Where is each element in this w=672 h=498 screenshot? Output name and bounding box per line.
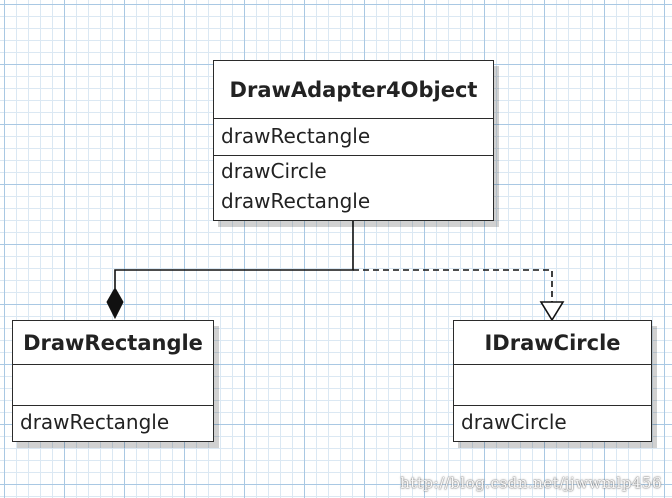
watermark-text: http://blog.csdn.net/jjwwmlp456 bbox=[400, 474, 662, 492]
class-idraw-circle[interactable]: IDrawCircle drawCircle bbox=[453, 320, 652, 442]
class-name: IDrawCircle bbox=[454, 321, 651, 365]
operation: drawRectangle bbox=[20, 410, 170, 434]
class-draw-rectangle[interactable]: DrawRectangle drawRectangle bbox=[12, 320, 214, 442]
class-name: DrawAdapter4Object bbox=[214, 61, 493, 119]
composition-diamond bbox=[106, 286, 124, 320]
operations-compartment: drawRectangle bbox=[13, 405, 213, 441]
attributes-compartment bbox=[13, 365, 213, 405]
operation: drawRectangle bbox=[221, 189, 371, 213]
composition-line bbox=[114, 221, 354, 288]
realization-arrowhead bbox=[539, 301, 565, 322]
class-name: DrawRectangle bbox=[13, 321, 213, 365]
attributes-compartment: drawRectangle bbox=[214, 119, 493, 155]
operations-compartment: drawCircle bbox=[454, 405, 651, 441]
operation: drawCircle bbox=[221, 159, 327, 183]
realization-line bbox=[353, 269, 553, 302]
attributes-compartment bbox=[454, 365, 651, 405]
operation: drawCircle bbox=[461, 410, 567, 434]
operations-compartment: drawCircle drawRectangle bbox=[214, 155, 493, 220]
class-draw-adapter4object[interactable]: DrawAdapter4Object drawRectangle drawCir… bbox=[213, 60, 494, 221]
attribute: drawRectangle bbox=[221, 124, 371, 148]
